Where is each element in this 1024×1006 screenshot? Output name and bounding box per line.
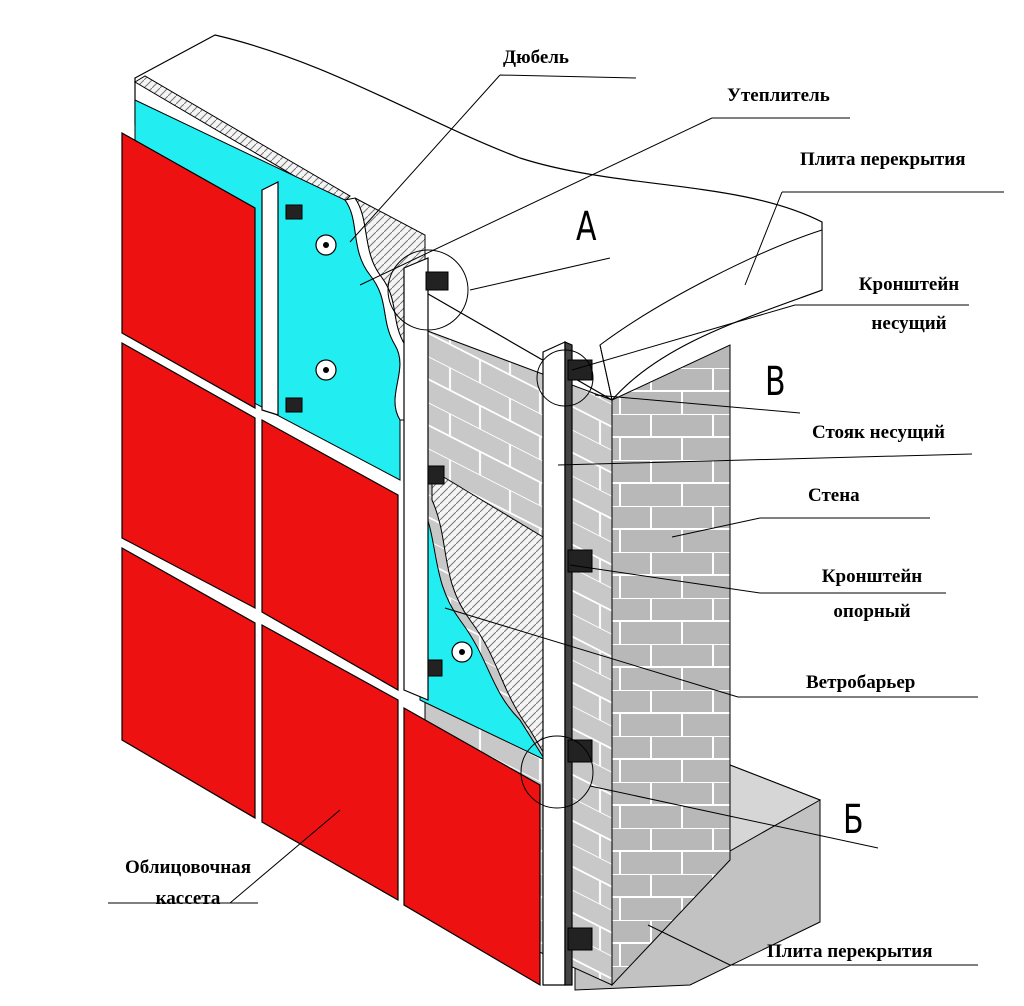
facing-cassettes [121, 131, 541, 987]
insulation-edge-hatch [134, 75, 351, 205]
detail-mark-a: А [576, 204, 597, 250]
label-vetrobarier: Ветробарьер [806, 672, 916, 693]
insulation-lower [419, 499, 547, 762]
label-plita-bottom: Плита перекрытия [767, 941, 933, 962]
label-uteplitel: Утеплитель [727, 85, 830, 106]
detail-mark-v: В [765, 359, 786, 405]
label-kronshtein-nesushchiy-line2: несущий [871, 313, 947, 334]
label-kasseta-line1: Облицовочная [125, 857, 251, 878]
insulation-layer-lower [431, 469, 549, 762]
dowel-icon [315, 234, 473, 663]
label-dubel: Дюбель [503, 47, 569, 68]
label-stoyak: Стояк несущий [812, 422, 945, 443]
detail-mark-b: Б [843, 797, 864, 843]
floor-slab-top [134, 34, 823, 402]
bracket-icon [285, 204, 593, 951]
leader-lines [108, 74, 1004, 966]
detail-circles [387, 249, 594, 809]
label-stena: Стена [808, 485, 860, 506]
vertical-rails [261, 181, 573, 986]
label-kronshtein-nesushchiy-line1: Кронштейн [858, 274, 960, 295]
label-plita-top: Плита перекрытия [800, 149, 966, 170]
label-kronshtein-opornyi-line2: опорный [833, 601, 911, 622]
label-kronshtein-opornyi-line1: Кронштейн [821, 566, 923, 587]
label-kasseta-line2: кассета [155, 888, 221, 909]
brick-wall-side [611, 344, 731, 987]
